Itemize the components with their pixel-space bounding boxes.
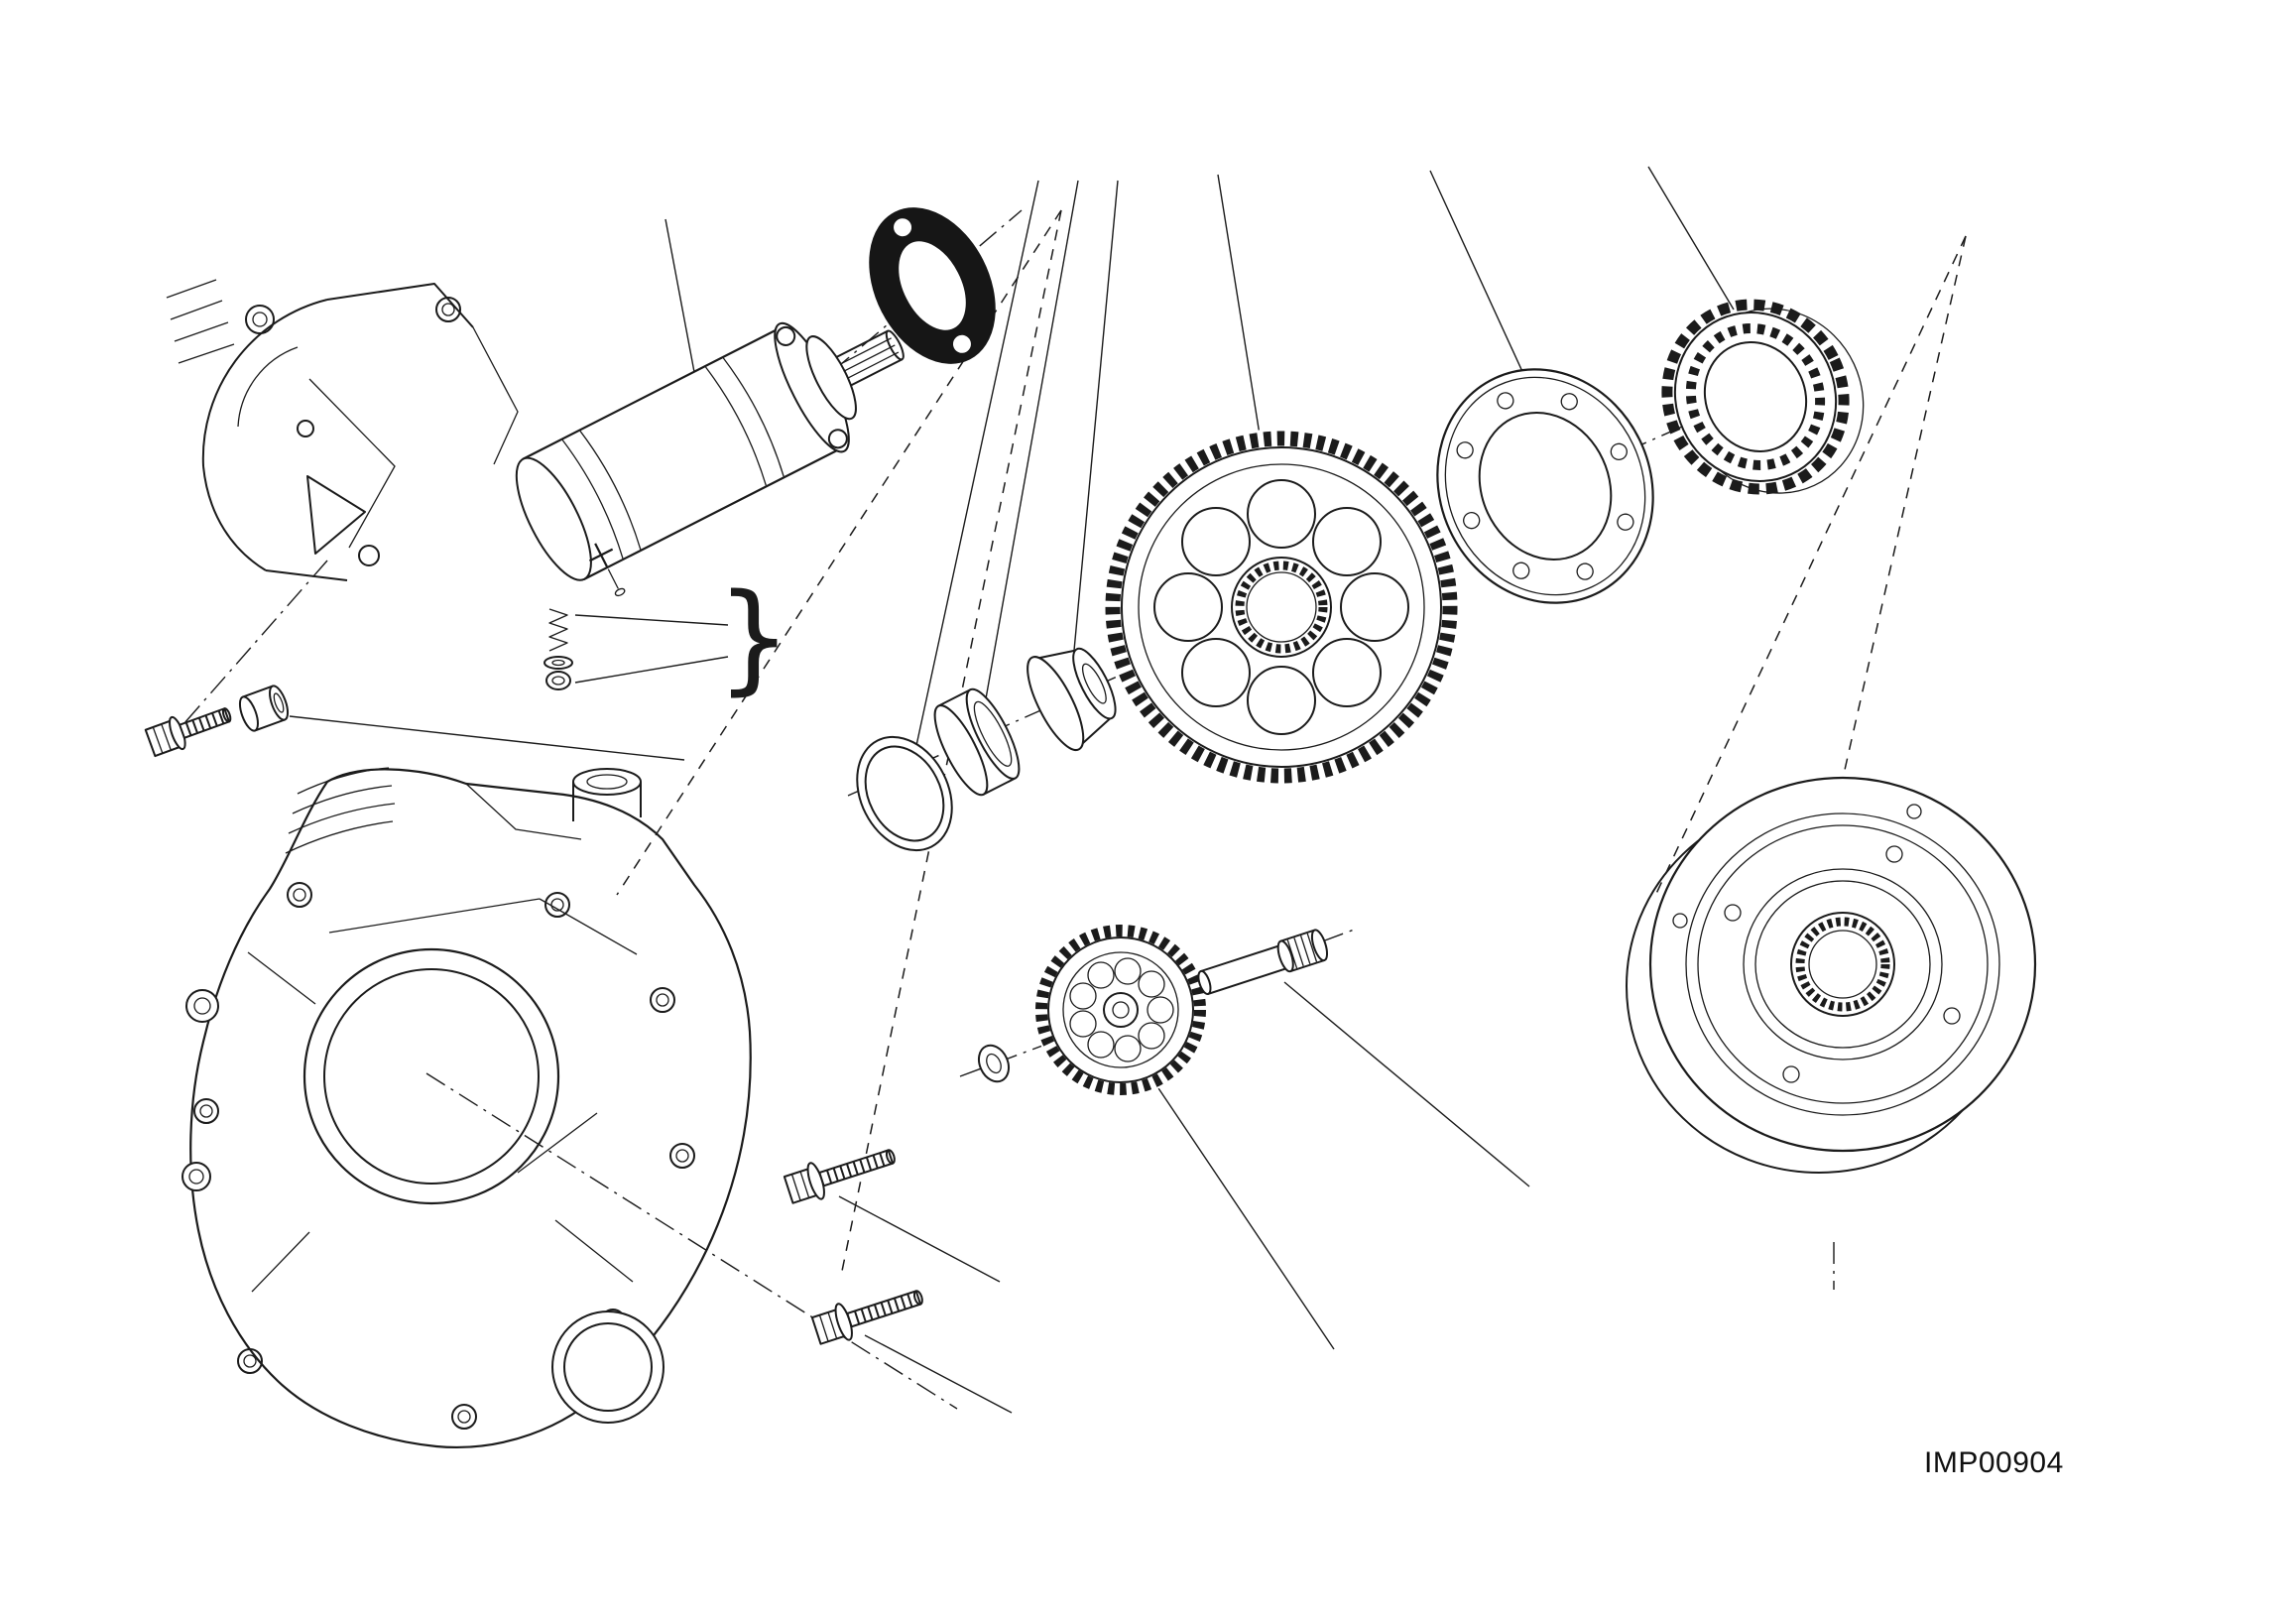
cover-bolt-upper-icon: [783, 1149, 896, 1204]
shim-ring-icon: [856, 735, 953, 852]
cover-bolt-lower-icon: [810, 1290, 923, 1345]
starter-seal-ring-icon: [869, 207, 996, 364]
terminal-spring-washer-nut-icon: [544, 608, 573, 690]
idler-gear-icon: [1033, 923, 1208, 1097]
small-washer-icon: [977, 1044, 1011, 1083]
starter-motor-icon: [515, 321, 905, 597]
engine-upper-fragment-icon: [166, 279, 519, 581]
mount-bolt-icon: [144, 707, 232, 758]
mount-spacer-icon: [238, 685, 290, 732]
bushing-icon: [933, 687, 1021, 797]
one-way-clutch-icon: [1661, 299, 1865, 495]
idler-gear-pin-icon: [1197, 929, 1329, 995]
starter-driven-gear-icon: [1103, 429, 1460, 786]
flange-ring-icon: [1436, 368, 1654, 604]
flanged-spacer-icon: [1027, 647, 1117, 752]
crankcase-half-icon: [181, 767, 752, 1448]
flywheel-rotor-icon: [1626, 776, 2037, 1174]
diagram-code-label: IMP00904: [1924, 1446, 2064, 1479]
grouping-brace: }: [716, 569, 791, 707]
